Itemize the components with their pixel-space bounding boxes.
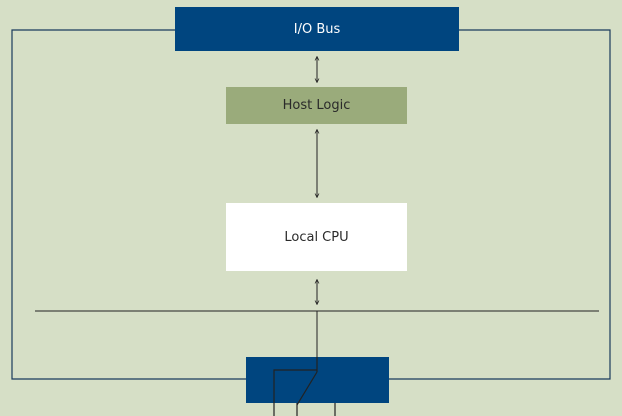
- outer-frame-left: [11, 29, 246, 380]
- local-cpu-label: Local CPU: [284, 229, 349, 245]
- connector-left-branch: [273, 369, 317, 416]
- local-cpu-block: Local CPU: [226, 203, 407, 271]
- connector-diagonal: [296, 371, 318, 406]
- outer-frame-right: [389, 29, 611, 380]
- host-logic-label: Host Logic: [282, 98, 351, 113]
- host-logic-block: Host Logic: [226, 87, 407, 124]
- io-bus-block: I/O Bus: [175, 7, 459, 51]
- io-bus-label: I/O Bus: [293, 21, 341, 37]
